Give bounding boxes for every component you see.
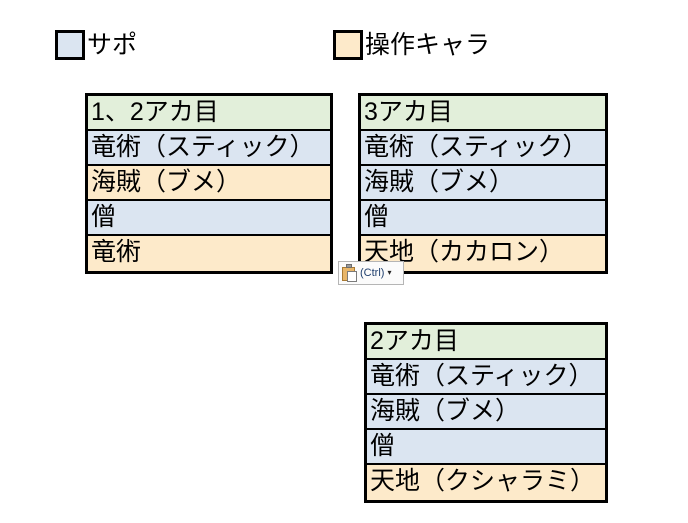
paste-options-button[interactable]: (Ctrl) ▾ xyxy=(338,261,404,285)
legend-item-support: サポ xyxy=(55,30,137,60)
table-2-row-1: 竜術（スティック） xyxy=(361,131,605,166)
party-table-3: 2アカ目 竜術（スティック） 海賊（ブメ） 僧 天地（クシャラミ） xyxy=(364,322,608,503)
clipboard-icon xyxy=(341,264,358,282)
table-2-row-2: 海賊（ブメ） xyxy=(361,166,605,201)
table-1-row-3: 僧 xyxy=(88,201,330,236)
table-3-row-1: 竜術（スティック） xyxy=(367,360,605,395)
paste-options-label: (Ctrl) xyxy=(360,266,385,279)
party-table-1: 1、2アカ目 竜術（スティック） 海賊（ブメ） 僧 竜術 xyxy=(85,93,333,274)
table-3-row-4: 天地（クシャラミ） xyxy=(367,465,605,500)
legend-swatch-support xyxy=(55,30,85,60)
table-3-row-2: 海賊（ブメ） xyxy=(367,395,605,430)
legend-label-support: サポ xyxy=(87,30,138,59)
table-1-row-1: 竜術（スティック） xyxy=(88,131,330,166)
legend-swatch-player xyxy=(333,30,363,60)
legend-item-player: 操作キャラ xyxy=(333,30,490,60)
table-1-header: 1、2アカ目 xyxy=(88,96,330,131)
table-1-row-2: 海賊（ブメ） xyxy=(88,166,330,201)
legend-label-player: 操作キャラ xyxy=(365,30,491,59)
table-2-row-3: 僧 xyxy=(361,201,605,236)
table-2-header: 3アカ目 xyxy=(361,96,605,131)
party-table-2: 3アカ目 竜術（スティック） 海賊（ブメ） 僧 天地（カカロン） xyxy=(358,93,608,274)
table-3-row-3: 僧 xyxy=(367,430,605,465)
chevron-down-icon[interactable]: ▾ xyxy=(387,268,392,277)
table-3-header: 2アカ目 xyxy=(367,325,605,360)
table-1-row-4: 竜術 xyxy=(88,236,330,271)
